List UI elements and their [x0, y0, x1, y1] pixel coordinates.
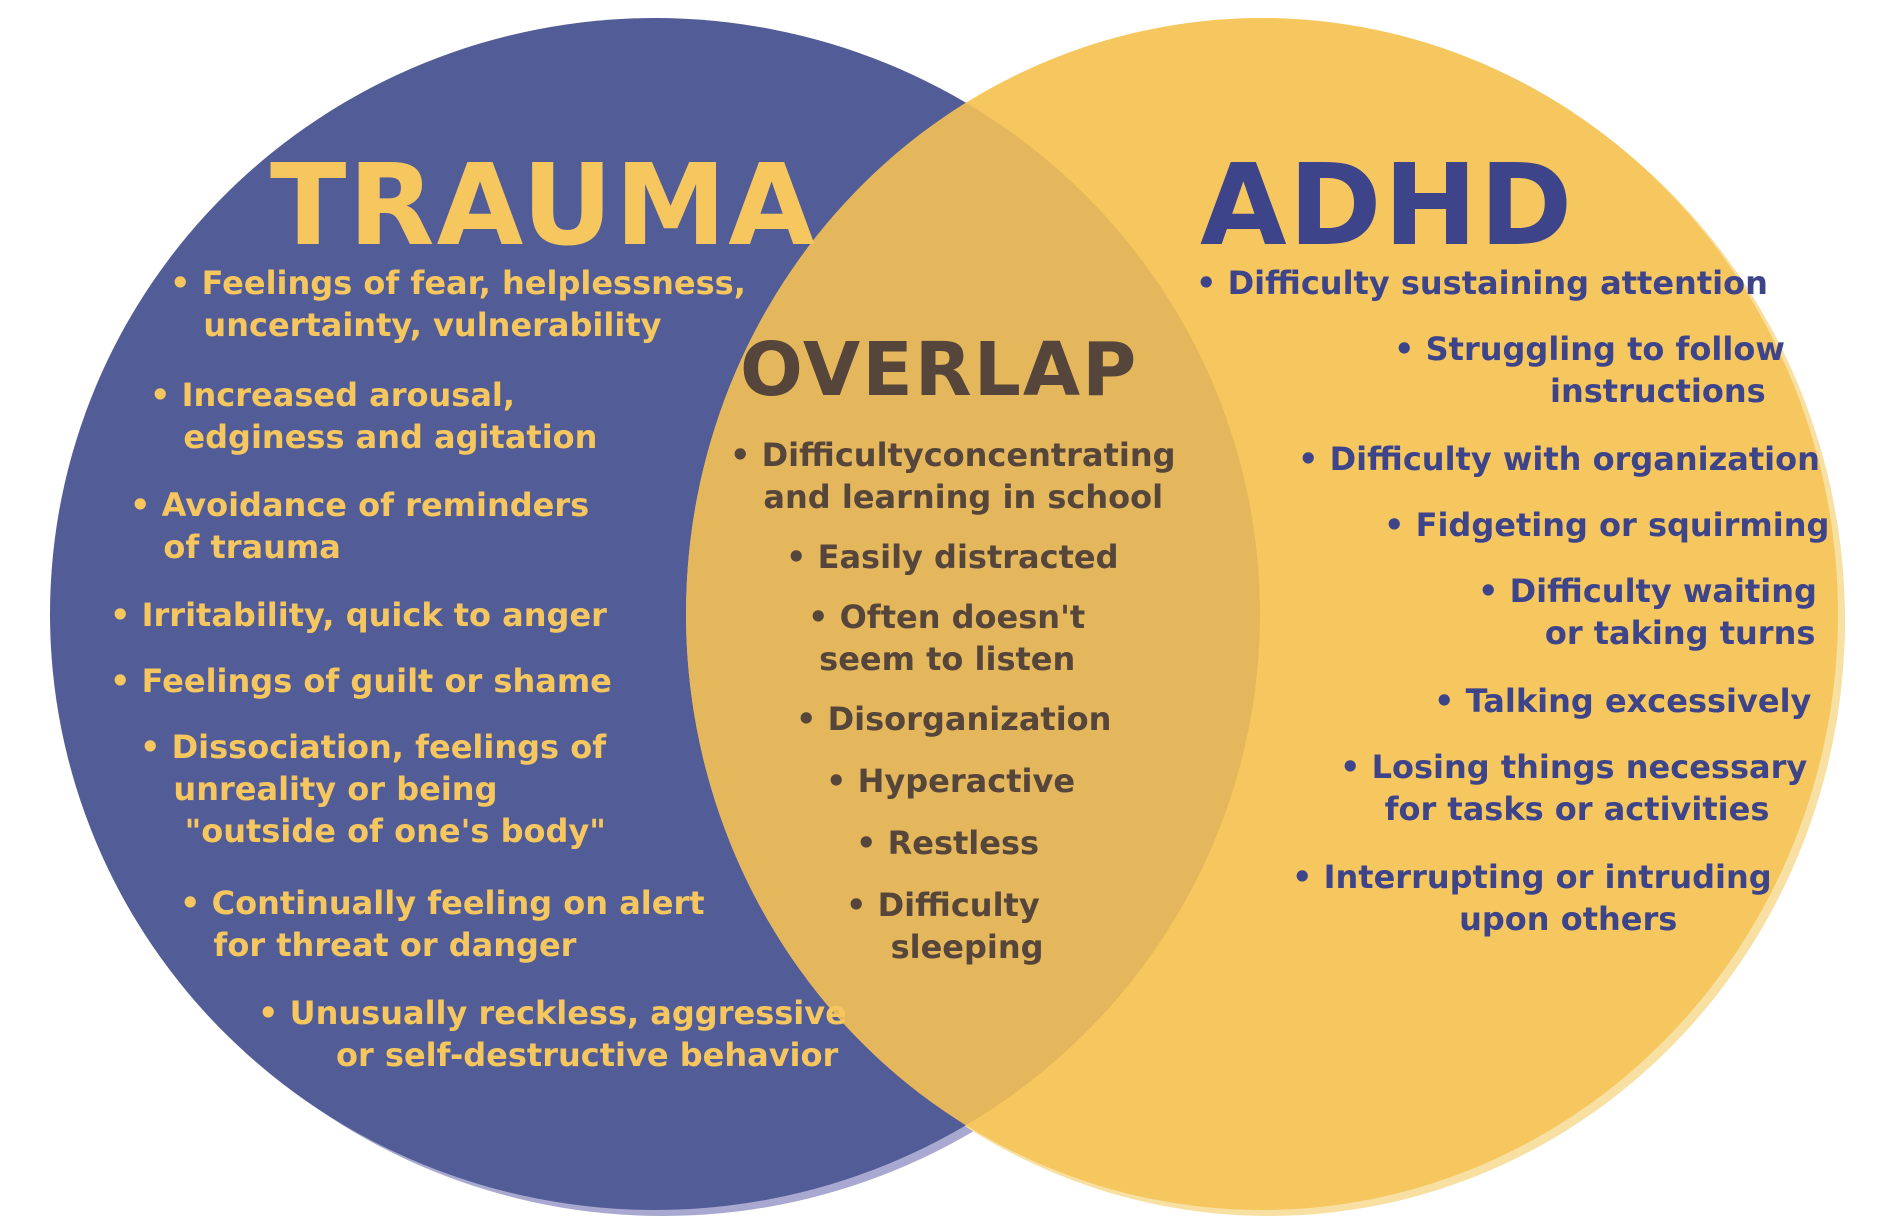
trauma-item: • Feelings of guilt or shame — [110, 662, 612, 700]
trauma-item: • Unusually reckless, aggressive or self… — [258, 994, 847, 1074]
adhd-item: • Interrupting or intruding upon others — [1292, 858, 1772, 938]
adhd-item: • Difficulty waiting or taking turns — [1478, 572, 1817, 652]
trauma-item: • Feelings of fear, helplessness, uncert… — [170, 264, 746, 344]
trauma-item: • Continually feeling on alert for threa… — [180, 884, 705, 964]
overlap-item: • Restless — [856, 824, 1040, 862]
adhd-item: • Difficulty with organization — [1298, 440, 1820, 478]
overlap-item: • Easily distracted — [786, 538, 1119, 576]
adhd-title: ADHD — [1200, 141, 1575, 271]
overlap-item: • Often doesn't seem to listen — [808, 598, 1086, 678]
overlap-region — [686, 18, 1260, 1210]
adhd-item: • Struggling to follow instructions — [1394, 330, 1785, 410]
overlap-title: OVERLAP — [740, 327, 1139, 413]
trauma-item: • Increased arousal, edginess and agitat… — [150, 376, 598, 456]
trauma-item: • Irritability, quick to anger — [110, 596, 607, 634]
adhd-item: • Fidgeting or squirming — [1384, 506, 1830, 544]
overlap-item: • Hyperactive — [826, 762, 1076, 800]
overlap-item: • Disorganization — [796, 700, 1112, 738]
overlap-item: • Difficultyconcentrating and learning i… — [730, 436, 1176, 516]
trauma-title: TRAUMA — [270, 141, 817, 271]
adhd-item: • Difficulty sustaining attention — [1196, 264, 1768, 302]
trauma-item: • Dissociation, feelings of unreality or… — [140, 728, 607, 850]
trauma-item: • Avoidance of reminders of trauma — [130, 486, 590, 566]
overlap-item: • Difficulty sleeping — [846, 886, 1044, 966]
adhd-item: • Talking excessively — [1434, 682, 1812, 720]
adhd-item: • Losing things necessary for tasks or a… — [1340, 748, 1808, 828]
